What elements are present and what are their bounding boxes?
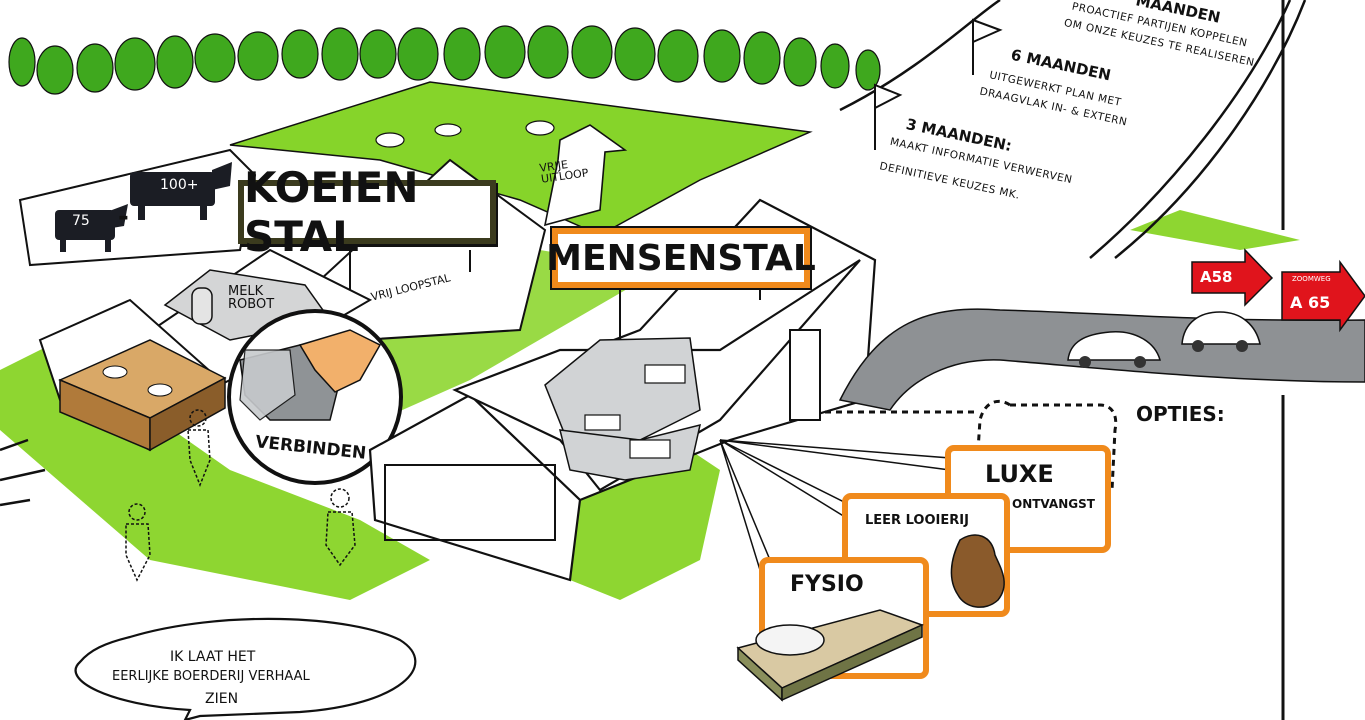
a65-sign-label: A 65 [1290, 293, 1331, 312]
handshake-icon [239, 329, 382, 421]
cow-silhouette-large [130, 162, 232, 220]
mensenstal-window [384, 464, 556, 541]
option-ontvangst-label: ONTVANGST [1012, 497, 1095, 511]
speech-line-3: ZIEN [205, 691, 239, 707]
a65-sign-icon [1281, 259, 1365, 333]
people-figures [125, 409, 356, 582]
timeline-flags [874, 18, 1003, 150]
office-desks [584, 364, 686, 459]
pasture [229, 81, 813, 236]
option-fysio-label: FYSiO [790, 572, 864, 597]
lawn-top-right [1130, 210, 1300, 250]
a65-sign-small-label: Zoomweg [1292, 275, 1331, 283]
car-left [1067, 331, 1161, 368]
cow-count-separator: - [118, 202, 129, 232]
leather-hide-icon [950, 534, 1005, 608]
option-leerlooierij-label: LEER LOOiERIJ [865, 513, 969, 528]
mensenstal-sign: MENSENSTAL [546, 228, 816, 288]
timeline-road [839, 0, 1307, 720]
speech-lines [0, 438, 46, 507]
car-right [1181, 311, 1261, 352]
speech-bubble [74, 617, 417, 720]
dotted-connector [825, 399, 1118, 491]
massage-table-icon [736, 609, 925, 702]
a58-sign-icon [1191, 248, 1274, 307]
cow-count-low: 75 [72, 213, 90, 229]
koeienstal-sign: KOEiEN STAl [238, 163, 496, 261]
cow-pen [58, 339, 227, 452]
speech-line-2: EERLIJKE BOERDERIJ VERHAAL [112, 669, 310, 684]
cow-silhouette-small [55, 204, 128, 252]
speech-line-1: IK LAAT HET [170, 649, 256, 665]
option-luxe-label: LUXE [985, 460, 1054, 488]
tree-line [8, 25, 881, 95]
a58-sign-label: A58 [1200, 268, 1233, 286]
grazing-cows [375, 120, 555, 148]
uitloop-arrow [543, 124, 628, 227]
mensenstal-door [789, 329, 821, 421]
options-heading: OPTIES: [1136, 402, 1225, 426]
melkrobot-label: MELK ROBOT [228, 284, 275, 312]
cow-count-high: 100+ [160, 177, 199, 193]
